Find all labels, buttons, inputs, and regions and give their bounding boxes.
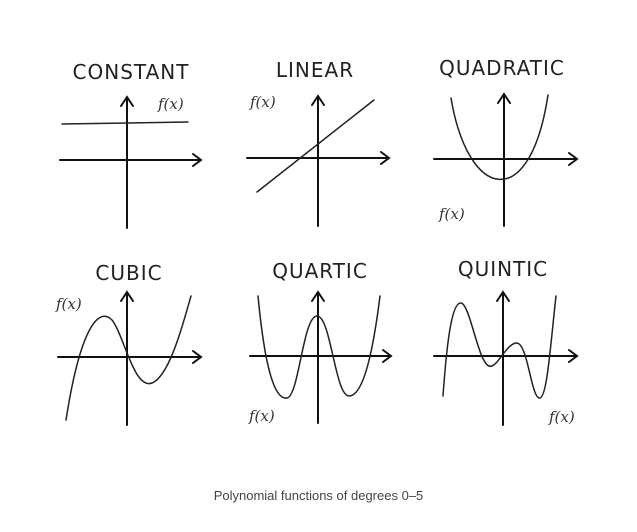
function-label-quintic: f(x) <box>548 408 575 426</box>
y-axis-arrow-quadratic <box>497 92 511 104</box>
panel-quadratic: QUADRATIC f(x) <box>433 56 579 227</box>
function-label-cubic: f(x) <box>55 295 82 313</box>
panel-title-linear: LINEAR <box>276 58 354 82</box>
curve-quadratic <box>450 94 549 181</box>
y-axis-arrow-quintic <box>496 290 510 302</box>
y-axis-arrow-linear <box>311 94 325 106</box>
function-label-quadratic: f(x) <box>438 205 465 223</box>
panel-quartic: QUARTIC f(x) <box>248 259 393 425</box>
x-axis-arrow-constant <box>192 153 203 167</box>
function-label-quartic: f(x) <box>248 407 275 425</box>
x-axis-arrow-quadratic <box>568 152 579 166</box>
function-label-constant: f(x) <box>157 95 184 113</box>
x-axis-arrow-linear <box>380 151 391 165</box>
y-axis-arrow-constant <box>120 95 134 107</box>
polynomial-sketch-figure: CONSTANT f(x) LINEAR f(x) QUADRATIC f(x)… <box>55 56 579 426</box>
curve-cubic <box>65 295 192 421</box>
y-axis-arrow-quartic <box>311 290 325 302</box>
y-axis-arrow-cubic <box>120 290 134 302</box>
panel-title-quartic: QUARTIC <box>272 259 368 283</box>
curve-quartic <box>257 295 381 399</box>
panel-quintic: QUINTIC f(x) <box>433 257 579 426</box>
panel-title-cubic: CUBIC <box>95 261 162 285</box>
panel-title-quadratic: QUADRATIC <box>439 56 565 80</box>
curve-quintic <box>442 295 557 399</box>
figure-caption: Polynomial functions of degrees 0–5 <box>213 488 424 503</box>
panel-cubic: CUBIC f(x) <box>55 261 203 426</box>
x-axis-arrow-cubic <box>192 350 203 364</box>
x-axis-arrow-quartic <box>382 349 393 363</box>
panel-linear: LINEAR f(x) <box>246 58 391 227</box>
panel-title-quintic: QUINTIC <box>458 257 548 281</box>
panel-constant: CONSTANT f(x) <box>59 60 203 229</box>
curve-constant <box>61 121 189 125</box>
function-label-linear: f(x) <box>249 93 276 111</box>
curve-linear <box>256 99 375 193</box>
x-axis-arrow-quintic <box>568 349 579 363</box>
panel-title-constant: CONSTANT <box>73 60 190 84</box>
